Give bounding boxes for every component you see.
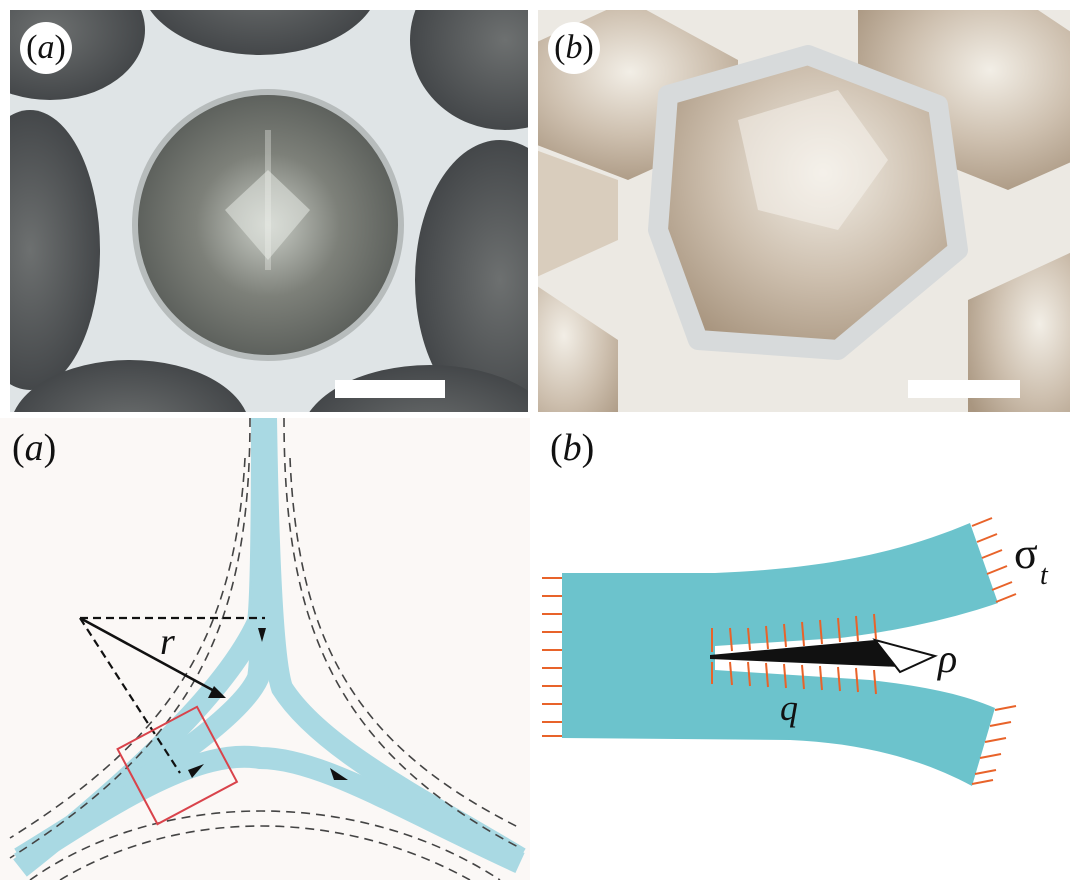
photo-label-a: (a): [20, 22, 72, 74]
photo-panel-a: (a): [10, 10, 528, 412]
photo-label-a-open: (: [26, 29, 38, 66]
scale-bar-b: [908, 380, 1020, 398]
diagram-label-b-open: (: [550, 427, 563, 469]
cusp-top: [258, 628, 266, 642]
cusp-right: [330, 768, 348, 780]
photo-label-b-letter: b: [565, 29, 583, 66]
honeycomb-photo-a: [10, 10, 528, 412]
diagram-label-a-letter: a: [24, 427, 44, 469]
radius-arrow: [79, 616, 219, 695]
lower-right-traction-arrows: [971, 705, 1017, 785]
crack-wedge: [710, 640, 900, 667]
diagram-label-b-letter: b: [562, 427, 582, 469]
diagram-label-b: (b): [550, 426, 594, 470]
left-traction-arrows: [542, 577, 562, 737]
diagram-label-a-close: ): [43, 427, 57, 469]
crack-tip: [872, 638, 938, 674]
crack-diagram: σ t ρ q: [542, 517, 1049, 786]
photo-label-b-close: ): [582, 29, 594, 66]
diagram-panel-a: (a) r: [0, 418, 530, 880]
rho-symbol: ρ: [936, 636, 957, 681]
radius-arrowhead: [208, 686, 226, 698]
cusp-left: [188, 764, 204, 778]
upper-right-traction-arrows: [971, 517, 1017, 603]
photo-label-a-letter: a: [37, 29, 55, 66]
scale-bar-a: [335, 380, 445, 398]
dashed-contours: [9, 418, 521, 880]
tri-junction-diagram: r: [9, 418, 526, 880]
crack-face-arrows: [711, 613, 877, 695]
diagram-label-a-open: (: [12, 427, 25, 469]
wall-lower-branch: [14, 745, 525, 873]
diagram-label-a: (a): [12, 426, 56, 470]
cracked-beam: [562, 523, 998, 786]
diagram-panel-b: (b): [540, 418, 1070, 880]
detail-box: [116, 705, 239, 826]
photo-label-b: (b): [548, 22, 600, 74]
stress-symbol: σ: [1014, 529, 1038, 578]
photo-label-b-open: (: [554, 29, 566, 66]
photo-panel-b: (b): [538, 10, 1070, 412]
radius-symbol: r: [160, 621, 175, 663]
radius-diagonal-line: [79, 617, 181, 774]
photo-label-a-close: ): [54, 29, 66, 66]
wall-right-branch: [255, 418, 526, 868]
honeycomb-photo-b: [538, 10, 1070, 412]
stress-subscript: t: [1040, 560, 1049, 591]
diagram-label-b-close: ): [581, 427, 595, 469]
q-symbol: q: [780, 688, 798, 728]
